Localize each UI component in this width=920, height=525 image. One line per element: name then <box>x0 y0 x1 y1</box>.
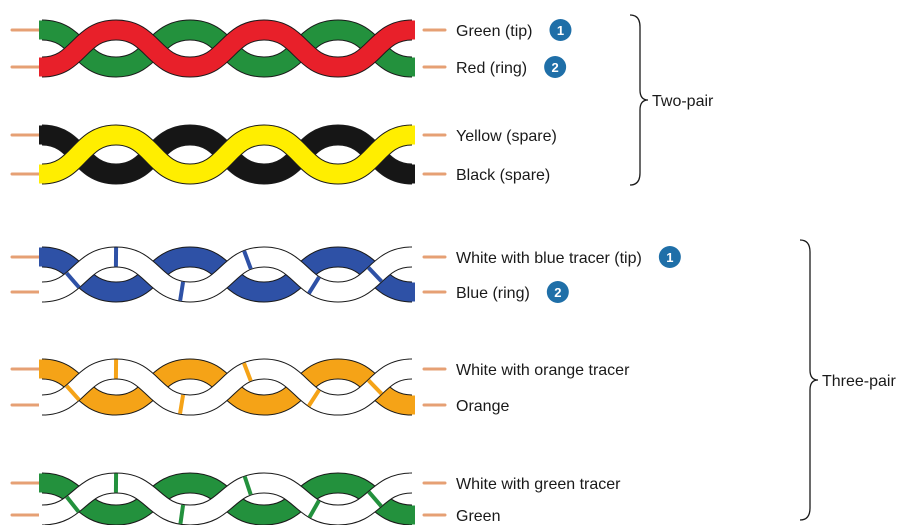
badge-number: 1 <box>666 250 673 265</box>
tracer-stripe <box>367 266 383 283</box>
wire-end-cap <box>39 473 45 493</box>
wire-label: Orange <box>456 398 509 415</box>
tracer-stripe <box>307 499 321 519</box>
wire-end-cap <box>39 395 45 415</box>
tracer-stripe <box>113 473 119 493</box>
wire-end-cap <box>39 20 45 40</box>
tracer-stripes <box>65 247 383 302</box>
wire-end-cap <box>409 125 415 145</box>
badge-circle <box>549 19 572 41</box>
group-label: Two-pair <box>652 93 714 110</box>
wire-end-cap <box>39 359 45 379</box>
wire-end-cap <box>409 359 415 379</box>
tracer-stripes <box>65 473 383 525</box>
wire-end-cap <box>39 57 45 77</box>
number-badge: 2 <box>546 281 569 303</box>
wire-end-cap <box>409 282 415 302</box>
tracer-stripe <box>65 495 81 514</box>
badge-number: 2 <box>552 60 559 75</box>
group-brace <box>799 239 819 521</box>
tracer-stripe <box>65 271 81 289</box>
wire-end-cap <box>39 164 45 184</box>
tracer-stripe <box>178 394 186 415</box>
wire-label: Yellow (spare) <box>456 128 557 145</box>
number-badge: 2 <box>544 56 567 78</box>
badge-circle <box>544 56 567 78</box>
wire-end-cap <box>409 164 415 184</box>
wire-label: Red (ring) <box>456 60 527 77</box>
wire-end-cap <box>39 282 45 302</box>
wire-pairs <box>10 19 447 525</box>
badge-number: 2 <box>554 285 561 300</box>
wire-pair <box>10 358 447 416</box>
tracer-stripes <box>64 359 384 415</box>
tracer-stripe <box>113 359 119 379</box>
wire-end-cap <box>39 125 45 145</box>
front-wire <box>41 124 413 185</box>
number-badge: 1 <box>549 19 572 41</box>
wire-label: Green <box>456 508 500 525</box>
wire-end-cap <box>409 20 415 40</box>
tracer-stripe <box>113 247 119 267</box>
wire-end-cap <box>409 395 415 415</box>
tracer-stripe <box>242 250 253 270</box>
number-badge: 1 <box>658 246 681 268</box>
tracer-stripe <box>366 378 384 396</box>
wire-pair <box>10 124 447 185</box>
wire-end-cap <box>39 247 45 267</box>
tracer-stripe <box>307 276 321 295</box>
front-wire <box>41 19 413 78</box>
wire-label: White with blue tracer (tip) <box>456 250 642 267</box>
wire-pair <box>10 472 447 525</box>
tracer-stripe <box>307 388 321 408</box>
wire-label: Blue (ring) <box>456 285 530 302</box>
wire-end-cap <box>409 473 415 493</box>
front-wire <box>41 358 413 416</box>
badge-circle <box>658 246 681 268</box>
wire-end-cap <box>409 247 415 267</box>
wire-end-cap <box>39 505 45 525</box>
tracer-stripe <box>178 281 186 302</box>
wire-label: White with orange tracer <box>456 362 630 379</box>
front-wire <box>41 246 413 303</box>
tracer-stripe <box>178 504 186 525</box>
wire-end-cap <box>409 57 415 77</box>
group-brace <box>629 14 649 186</box>
front-wire <box>41 472 413 525</box>
wire-end-cap <box>409 505 415 525</box>
badge-circle <box>546 281 569 303</box>
wire-label: Black (spare) <box>456 167 550 184</box>
wire-pair <box>10 19 447 78</box>
badge-number: 1 <box>557 23 564 38</box>
tracer-stripe <box>367 490 383 508</box>
tracer-stripe <box>242 475 253 496</box>
wire-label: Green (tip) <box>456 23 532 40</box>
wire-pair <box>10 246 447 303</box>
tracer-stripe <box>64 384 81 402</box>
tracer-stripe <box>242 362 253 382</box>
wire-label: White with green tracer <box>456 476 621 493</box>
group-label: Three-pair <box>822 373 896 390</box>
